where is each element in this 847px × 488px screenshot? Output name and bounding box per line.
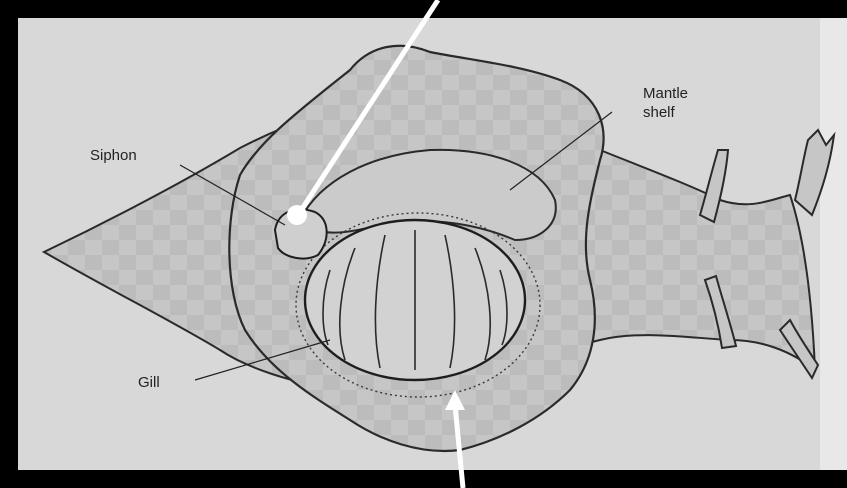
label-mantle-shelf-line2: shelf: [643, 104, 676, 121]
label-gill: Gill: [138, 374, 160, 391]
label-siphon: Siphon: [90, 147, 137, 164]
page-shadow-right: [820, 18, 847, 470]
pointer-dot-siphon: [287, 205, 307, 225]
label-mantle-shelf-line1: Mantle: [643, 85, 688, 102]
